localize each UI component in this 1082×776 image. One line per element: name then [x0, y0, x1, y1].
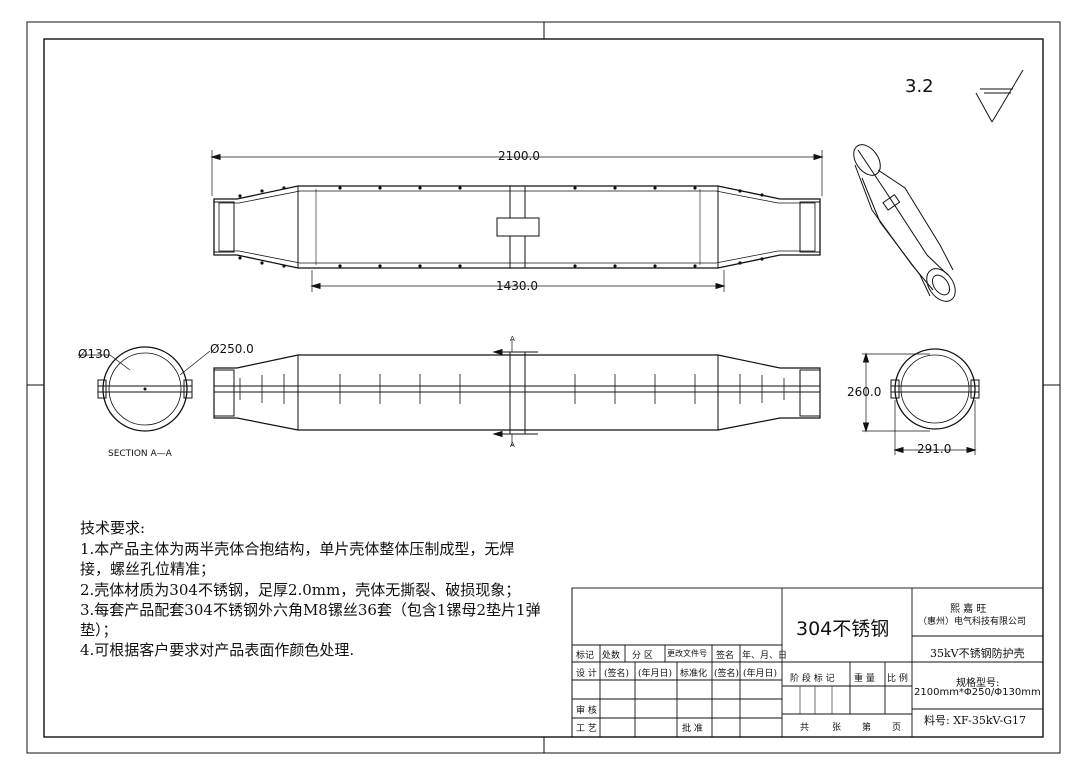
dim-dia-small: Ø130 — [78, 347, 111, 361]
spec-label: 规格型号: — [956, 678, 1000, 689]
weight-label: 重 量 — [854, 674, 875, 684]
section-label: SECTION A—A — [108, 449, 172, 459]
section-marker-top: A — [510, 335, 515, 343]
title-block — [571, 587, 1044, 738]
dim-body-length: 1430.0 — [496, 279, 538, 293]
isometric-view — [853, 144, 956, 302]
company-name: 熙 嘉 旺 — [950, 604, 987, 615]
company-full-name: （惠州）电气科技有限公司 — [918, 617, 1027, 627]
approve-label: 批 准 — [682, 724, 703, 734]
rev-header: 分 区 — [632, 651, 653, 661]
spec-value: 2100mm*Φ250/Φ130mm — [914, 687, 1041, 698]
dim-dia-large: Ø250.0 — [210, 342, 254, 356]
rev-header: 年、月、日 — [742, 651, 788, 661]
part-number: 料号: XF-35kV-G17 — [924, 714, 1026, 727]
row-std-sign: (签名) — [714, 669, 740, 679]
requirement-line: 接，螺丝孔位精准； — [80, 560, 216, 578]
scale-label: 比 例 — [887, 674, 908, 684]
section-marker-bottom: A — [510, 441, 515, 449]
row-process: 工 艺 — [576, 724, 597, 734]
dim-overall-length: 2100.0 — [498, 149, 540, 163]
rev-header: 更改文件号 — [667, 649, 707, 658]
row-design: 设 计 — [576, 669, 597, 679]
section-a-a-view — [78, 346, 211, 432]
requirements-heading: 技术要求: — [80, 519, 146, 537]
row-review: 审 核 — [576, 706, 597, 716]
requirement-line: 3.每套产品配套304不锈钢外六角M8镙丝36套（包含1镙母2垫片1弹 — [80, 601, 541, 619]
sheet-unit-label: 张 — [832, 723, 842, 733]
stage-label: 阶 段 标 记 — [790, 674, 835, 684]
product-name: 35kV不锈钢防护壳 — [930, 647, 1025, 660]
row-design-date: (年月日) — [638, 669, 673, 679]
dim-width: 291.0 — [917, 442, 952, 456]
rev-header: 标记 — [576, 651, 595, 661]
row-standardization: 标准化 — [680, 669, 708, 679]
rev-header: 签名 — [716, 651, 735, 661]
requirement-line: 垫）； — [80, 621, 118, 639]
requirement-line: 4.可根据客户要求对产品表面作颜色处理. — [80, 641, 355, 659]
front-view-top — [210, 150, 824, 292]
surface-roughness-symbol — [975, 69, 1024, 123]
end-view-right — [862, 348, 980, 455]
dim-height: 260.0 — [847, 385, 882, 399]
row-design-sign: (签名) — [604, 669, 630, 679]
row-std-date: (年月日) — [743, 669, 778, 679]
material-label: 304不锈钢 — [796, 618, 890, 640]
sheet-total-label: 共 — [800, 723, 810, 733]
roughness-value: 3.2 — [905, 76, 934, 97]
requirement-line: 1.本产品主体为两半壳体合抱结构，单片壳体整体压制成型，无焊 — [80, 540, 515, 558]
sheet-number-label: 第 — [862, 723, 872, 733]
inner-border — [43, 38, 1044, 738]
requirement-line: 2.壳体材质为304不锈钢，足厚2.0mm，壳体无撕裂、破损现象； — [80, 581, 521, 599]
sheet-unit-label: 页 — [892, 723, 902, 733]
front-view-middle — [213, 340, 821, 446]
rev-header: 处数 — [602, 651, 621, 661]
